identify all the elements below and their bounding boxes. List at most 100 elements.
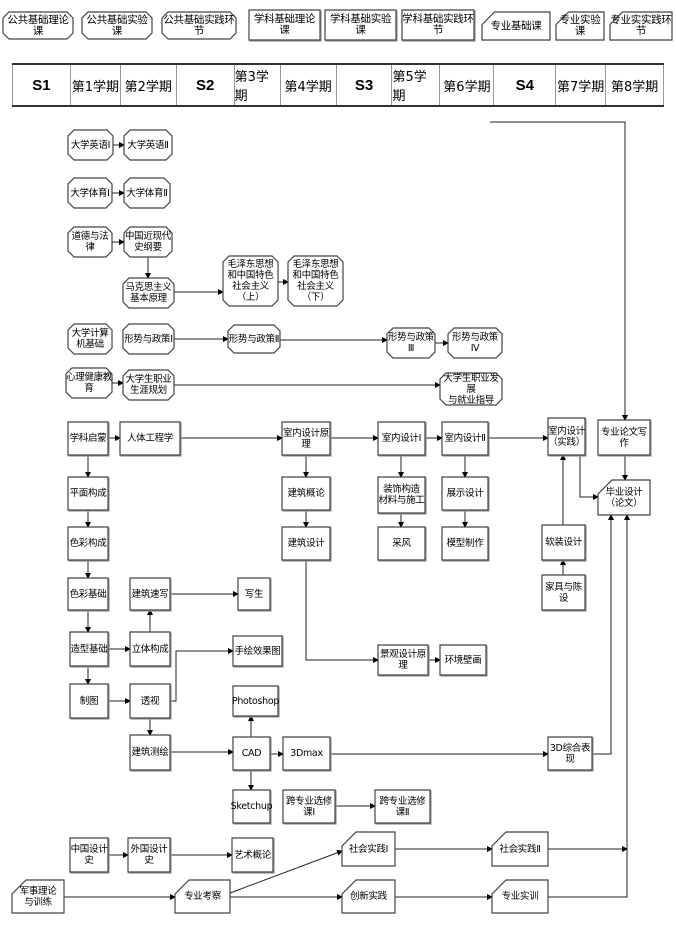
node-label: 装饰构造 材料与施工 [378, 484, 425, 506]
arrow-connector [229, 849, 343, 894]
node-label: 平面构成 [69, 488, 107, 499]
course-node: 形势与政策Ⅱ [227, 324, 281, 354]
course-node: 毕业设计 （论文） [597, 479, 651, 516]
node-label: 展示设计 [446, 488, 484, 499]
node-label: 跨专业选修课Ⅱ [379, 795, 426, 818]
node-label: 专业论文写作 [600, 426, 647, 449]
node-label: 形势与政策Ⅲ [387, 332, 434, 354]
legend-item: 公共基础理论课 [2, 11, 74, 40]
node-label: 建筑速写 [131, 588, 169, 600]
course-node: 社会实践Ⅱ [491, 831, 549, 867]
legend-item: 学科基础理论课 [248, 9, 321, 41]
course-node: 军事理论 与训练 [11, 879, 65, 914]
semester-cell: 第2学期 [121, 65, 177, 105]
course-node: 室内设计Ⅱ [441, 421, 489, 456]
node-label: 形势与政策Ⅳ [451, 332, 498, 354]
course-node: 专业实训 [491, 879, 549, 914]
course-node: 外国设计史 [127, 837, 171, 873]
node-label: 学科基础理论课 [253, 13, 316, 36]
node-label: 大学英语Ⅱ [127, 139, 169, 151]
arrow-connector [170, 648, 234, 702]
course-node: 跨专业选修课Ⅱ [374, 789, 431, 824]
node-label: 软装设计 [545, 537, 582, 548]
node-label: 3D综合表现 [549, 742, 591, 765]
node-label: Sketchup [230, 801, 273, 812]
course-node: 家具与陈设 [541, 574, 586, 611]
arrow-connector [490, 121, 628, 421]
arrow-connector [548, 514, 630, 898]
course-node: CAD [232, 736, 271, 771]
stage-cell: S4 [494, 65, 557, 105]
legend-item: 专业基础课 [481, 11, 551, 41]
course-node: 透视 [129, 683, 171, 719]
node-label: 社会实践Ⅰ [348, 843, 389, 855]
course-node: 大学英语Ⅱ [123, 129, 173, 161]
node-label: 景观设计原理 [379, 649, 426, 671]
course-node: 大学生职业发展 与就业指导 [439, 372, 503, 406]
course-node: Sketchup [230, 789, 273, 824]
semester-cell: 第7学期 [556, 65, 607, 105]
stage-cell: S3 [337, 65, 393, 105]
node-label: 中国近现代 史纲要 [124, 231, 171, 253]
node-label: 专业基础课 [490, 19, 542, 32]
node-label: 学科启蒙 [69, 433, 107, 444]
stage-cell: S2 [177, 65, 235, 105]
node-label: 毛泽东思想 和中国特色 社会主义（下） [292, 259, 339, 303]
node-label: 毕业设计 （论文） [605, 486, 643, 509]
node-label: 道德与法律 [71, 231, 109, 253]
course-node: 模型制作 [441, 526, 489, 561]
node-label: 大学体育Ⅱ [126, 187, 168, 199]
course-node: 人体工程学 [119, 421, 181, 456]
node-label: 学科基础实践环节 [402, 13, 474, 36]
course-node: 建筑测绘 [129, 734, 171, 771]
node-label: 人体工程学 [126, 433, 173, 444]
course-node: 毛泽东思想 和中国特色 社会主义（上） [222, 255, 279, 307]
node-label: Photoshop [231, 695, 280, 707]
node-label: 制图 [79, 695, 99, 707]
course-node: 马克思主义 基本原理 [122, 277, 175, 309]
course-node: 建筑设计 [281, 526, 331, 561]
node-label: 大学体育Ⅰ [70, 187, 110, 199]
node-label: 专业实验课 [559, 14, 601, 37]
node-label: 室内设计原理 [282, 427, 329, 450]
node-label: 建筑概论 [287, 488, 325, 499]
node-label: 军事理论 与训练 [19, 885, 57, 908]
course-node: 景观设计原理 [377, 644, 429, 676]
arrow-connector [592, 514, 614, 755]
node-label: 艺术概论 [234, 849, 271, 861]
course-node: 大学生职业 生涯规划 [122, 369, 175, 401]
legend-item: 公共基础实践环节 [161, 11, 237, 40]
node-label: 3Dmax [290, 748, 323, 759]
course-node: 色彩基础 [67, 577, 109, 611]
node-label: 形势与政策Ⅰ [124, 333, 173, 345]
node-label: 透视 [140, 695, 160, 707]
course-node: 道德与法律 [67, 226, 113, 258]
node-label: 大学生职业发展 与就业指导 [443, 372, 499, 406]
course-node: 3D综合表现 [547, 736, 593, 771]
course-node: Photoshop [231, 685, 280, 717]
node-label: 外国设计史 [130, 844, 168, 866]
node-label: 建筑测绘 [131, 747, 169, 758]
course-node: 形势与政策Ⅰ [122, 323, 175, 355]
course-node: 大学体育Ⅱ [123, 177, 171, 209]
course-node: 形势与政策Ⅳ [447, 327, 503, 359]
node-label: 形势与政策Ⅱ [228, 333, 280, 345]
node-label: 室内设计Ⅰ [381, 433, 422, 444]
node-label: 跨专业选修课Ⅰ [285, 795, 332, 818]
node-label: 模型制作 [446, 538, 484, 549]
node-label: 学科基础实验课 [329, 13, 392, 36]
node-label: CAD [241, 748, 262, 759]
course-node: 中国近现代 史纲要 [123, 226, 173, 258]
course-node: 制图 [69, 683, 109, 719]
course-node: 创新实践 [341, 879, 396, 914]
node-label: 公共基础实验课 [86, 13, 148, 37]
course-node: 室内设计Ⅰ [377, 421, 426, 456]
node-label: 写生 [244, 588, 264, 600]
node-label: 立体构成 [131, 643, 169, 655]
course-node: 展示设计 [441, 476, 489, 511]
node-label: 色彩构成 [69, 538, 107, 549]
node-label: 专业考察 [184, 891, 221, 902]
course-node: 环境壁画 [439, 644, 487, 676]
